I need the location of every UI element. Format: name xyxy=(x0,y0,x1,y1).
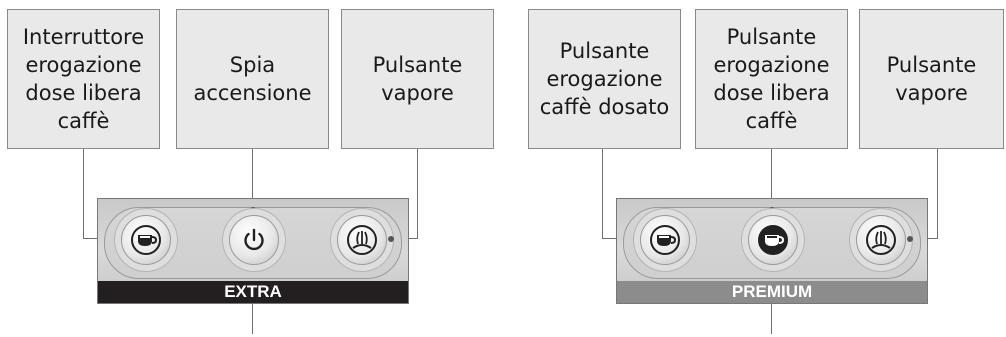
leader-line xyxy=(252,149,253,211)
label-extra-free-dose-switch: Interruttore erogazione dose libera caff… xyxy=(22,25,145,133)
label-box-extra-free-dose-switch: Interruttore erogazione dose libera caff… xyxy=(7,9,160,149)
steam-icon xyxy=(347,225,377,255)
free-dose-coffee-button[interactable] xyxy=(121,215,171,265)
leader-line xyxy=(602,149,603,238)
label-premium-steam-button: Pulsante vapore xyxy=(886,53,977,105)
label-box-extra-steam-button: Pulsante vapore xyxy=(341,9,494,149)
label-box-premium-dosed-coffee-button: Pulsante erogazione caffè dosato xyxy=(528,9,681,149)
label-extra-steam-button: Pulsante vapore xyxy=(372,53,463,105)
indicator-led xyxy=(769,207,775,213)
steam-button[interactable] xyxy=(337,215,387,265)
label-premium-dosed-coffee-button: Pulsante erogazione caffè dosato xyxy=(539,39,670,119)
free-dose-coffee-button[interactable] xyxy=(748,215,798,265)
indicator-led xyxy=(907,236,913,242)
control-panel-extra: EXTRA xyxy=(97,198,409,304)
steam-icon xyxy=(866,225,896,255)
coffee-cup-icon xyxy=(131,225,161,255)
label-premium-free-dose-button: Pulsante erogazione dose libera caffè xyxy=(713,25,830,133)
control-panel-premium: PREMIUM xyxy=(616,198,928,304)
model-name-bar: PREMIUM xyxy=(617,281,927,303)
dosed-coffee-button[interactable] xyxy=(640,215,690,265)
coffee-cup-icon xyxy=(650,225,680,255)
label-box-premium-steam-button: Pulsante vapore xyxy=(859,9,1004,149)
steam-button[interactable] xyxy=(856,215,906,265)
label-box-premium-free-dose-button: Pulsante erogazione dose libera caffè xyxy=(695,9,848,149)
leader-line xyxy=(937,149,938,238)
label-extra-power-light: Spia accensione xyxy=(193,53,312,105)
leader-line xyxy=(771,149,772,211)
leader-line xyxy=(771,304,772,334)
leader-line xyxy=(417,149,418,238)
indicator-led xyxy=(114,236,120,242)
indicator-led xyxy=(388,236,394,242)
indicator-led xyxy=(633,236,639,242)
label-box-extra-power-light: Spia accensione xyxy=(176,9,329,149)
power-light[interactable] xyxy=(229,215,279,265)
coffee-cup-icon xyxy=(758,225,788,255)
power-icon xyxy=(244,228,264,251)
leader-line xyxy=(252,304,253,334)
power-led xyxy=(250,207,256,213)
model-name-bar: EXTRA xyxy=(98,281,408,303)
leader-line xyxy=(83,149,84,238)
